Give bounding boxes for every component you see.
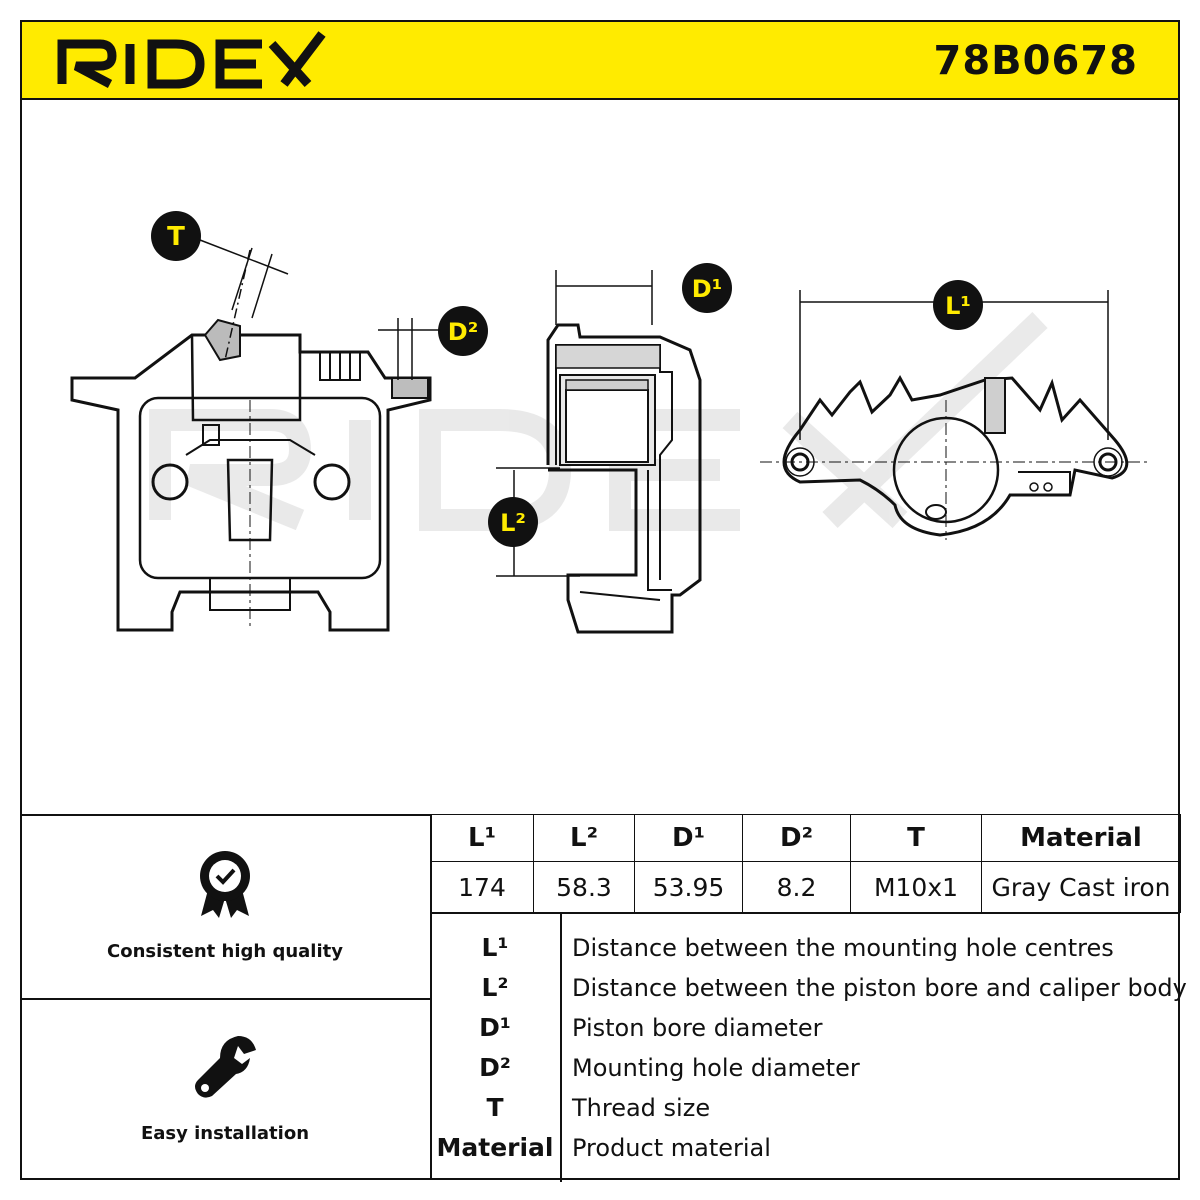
svg-text:D²: D² [448,318,478,346]
legend-row: D² Mounting hole diameter [430,1048,1180,1088]
spec-value-l2: 58.3 [533,861,635,913]
legend-key: T [486,1093,504,1122]
svg-text:D¹: D¹ [692,275,722,303]
header-bar: 78B0678 [20,20,1180,100]
legend-row: L² Distance between the piston bore and … [430,968,1187,1008]
legend-key: L¹ [481,933,509,962]
spec-value-d2: 8.2 [742,861,851,913]
l1-badge: L¹ [933,280,983,330]
svg-text:L²: L² [500,509,526,537]
quality-badge-icon [200,851,250,918]
ridex-logo [57,31,326,89]
legend-desc: Mounting hole diameter [572,1054,860,1082]
legend-row: T Thread size [430,1088,1180,1128]
caliper-drawing: T D² D¹ L² L¹ [70,211,1150,634]
legend-row: L¹ Distance between the mounting hole ce… [430,928,1180,968]
caliper-section-view [546,323,702,634]
legend-desc: Distance between the piston bore and cal… [572,974,1187,1002]
feature-installation: Easy installation [20,1030,430,1144]
legend-key: D¹ [479,1013,511,1042]
feature-divider [20,998,430,1000]
spec-value-material: Gray Cast iron [981,861,1181,913]
l2-badge: L² [488,497,538,547]
t-badge: T [151,211,201,261]
d1-badge: D¹ [682,263,732,313]
legend-desc: Product material [572,1134,771,1162]
spec-header-d2: D² [742,814,851,862]
feature-installation-label: Easy installation [140,1123,310,1144]
feature-quality: Consistent high quality [20,850,430,962]
svg-text:L¹: L¹ [945,292,971,320]
legend-key: L² [481,973,509,1002]
spec-value-d1: 53.95 [634,861,743,913]
t-dimension-lines [199,239,440,380]
d2-badge: D² [438,306,488,356]
legend-key: D² [479,1053,511,1082]
legend-desc: Distance between the mounting hole centr… [572,934,1114,962]
spec-table: L¹ L² D¹ D² T Material 174 58.3 53.95 8.… [430,814,1181,913]
spec-value-l1: 174 [430,861,534,913]
legend-desc: Thread size [572,1094,711,1122]
feature-quality-label: Consistent high quality [107,941,343,962]
spec-header-material: Material [981,814,1181,862]
dimension-legend: L¹ Distance between the mounting hole ce… [430,912,1187,1182]
part-number: 78B0678 [933,38,1138,84]
legend-row: Material Product material [430,1128,1180,1168]
caliper-top-view [760,374,1150,540]
spec-header-l1: L¹ [430,814,534,862]
legend-divider [560,914,562,1182]
spec-header-l2: L² [533,814,635,862]
features-panel: Consistent high quality Easy installatio… [20,814,432,1180]
legend-key: Material [436,1133,554,1162]
spec-header-d1: D¹ [634,814,743,862]
spec-header-row: L¹ L² D¹ D² T Material [430,814,1181,862]
caliper-front-view [70,249,432,632]
svg-text:T: T [167,222,185,252]
spec-header-t: T [850,814,982,862]
spec-value-t: M10x1 [850,861,982,913]
spec-value-row: 174 58.3 53.95 8.2 M10x1 Gray Cast iron [430,861,1181,913]
legend-row: D¹ Piston bore diameter [430,1008,1180,1048]
wrench-icon [195,1036,256,1098]
legend-desc: Piston bore diameter [572,1014,823,1042]
